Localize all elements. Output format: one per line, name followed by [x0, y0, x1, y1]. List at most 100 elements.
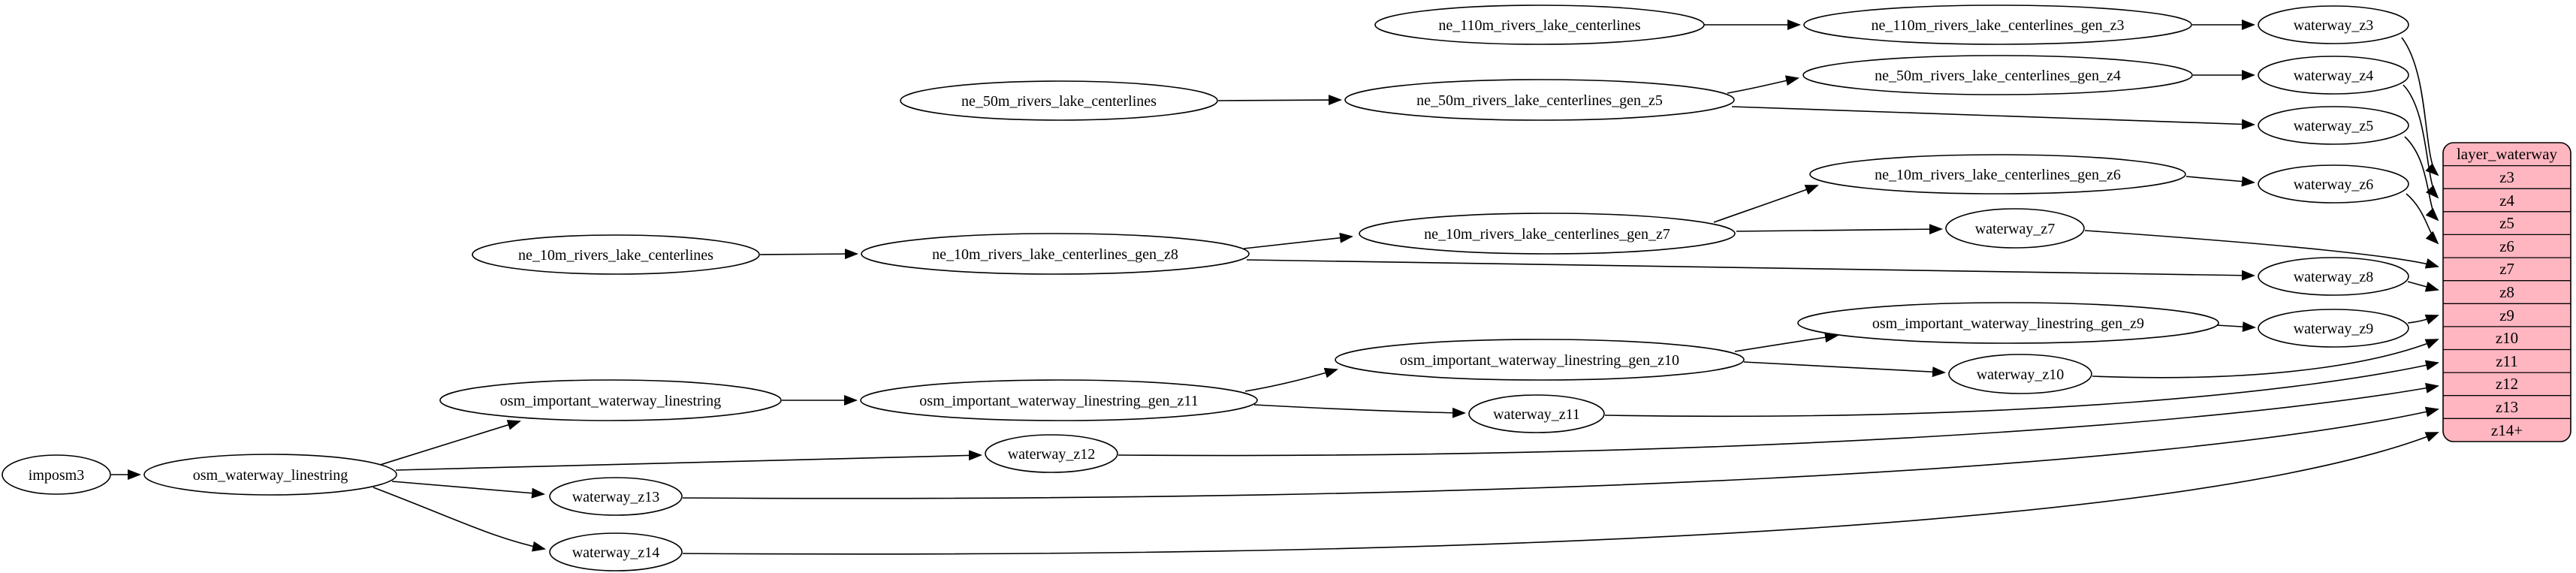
edge-waterway_z5-row_z5: [2404, 136, 2439, 222]
node-ne_50m_rivers_lake_centerlines: ne_50m_rivers_lake_centerlines: [900, 80, 1218, 121]
table-row-z11: z11: [2496, 352, 2518, 370]
table-layer_waterway-body: [2442, 142, 2571, 442]
node-waterway_z10: waterway_z10: [1948, 354, 2092, 394]
node-waterway_z10-label: waterway_z10: [1977, 366, 2065, 383]
node-ne_10m_rivers_lake_centerlines_gen_z8: ne_10m_rivers_lake_centerlines_gen_z8: [861, 233, 1250, 275]
node-waterway_z12: waterway_z12: [985, 434, 1118, 473]
node-waterway_z14-label: waterway_z14: [572, 544, 660, 561]
node-waterway_z6: waterway_z6: [2258, 164, 2409, 204]
node-ne_110m_gen_z3-ellipse: [1803, 5, 2192, 45]
node-osm_important_waterway_linestring_gen_z9: osm_important_waterway_linestring_gen_z9: [1797, 302, 2219, 344]
node-waterway_z11-label: waterway_z11: [1493, 406, 1580, 423]
edge-gen_z5-gen_z4: [1727, 75, 1799, 94]
node-gen_z9-label: osm_important_waterway_linestring_gen_z9: [1872, 315, 2144, 332]
node-gen_z10-ellipse: [1335, 339, 1745, 381]
node-waterway_z14-ellipse: [549, 532, 683, 571]
node-waterway_z11: waterway_z11: [1468, 394, 1605, 433]
edge-gen_z5-waterway_z5: [1731, 106, 2255, 130]
node-waterway_z7-ellipse: [1945, 208, 2085, 249]
table-row-z14plus: z14+: [2491, 421, 2523, 439]
node-osm_waterway_linestring: osm_waterway_linestring: [143, 454, 397, 496]
edge-waterway_z9-row_z9: [2407, 314, 2439, 325]
node-ne_10m_gen_z6-label: ne_10m_rivers_lake_centerlines_gen_z6: [1875, 167, 2121, 183]
node-ne_110m_rivers_lake_centerlines: ne_110m_rivers_lake_centerlines: [1374, 5, 1705, 45]
node-waterway_z5: waterway_z5: [2258, 106, 2409, 145]
edge-osm_waterway_linestring-waterway_z14: [373, 487, 546, 552]
node-ne_10m_gen_z7-label: ne_10m_rivers_lake_centerlines_gen_z7: [1424, 226, 1670, 243]
table-layer_waterway: layer_waterway z3 z4 z5 z6 z7 z8 z9 z10 …: [2442, 142, 2571, 442]
node-waterway_z8: waterway_z8: [2258, 257, 2409, 296]
table-row-z8: z8: [2499, 283, 2514, 301]
node-waterway_z8-ellipse: [2258, 257, 2409, 296]
node-waterway_z13-label: waterway_z13: [572, 489, 660, 505]
node-waterway_z3-ellipse: [2258, 5, 2409, 44]
edge-gen_z10-waterway_z10: [1743, 361, 1946, 378]
node-ne_50m_rivers_lake_centerlines_gen_z5: ne_50m_rivers_lake_centerlines_gen_z5: [1344, 79, 1735, 121]
node-ne_110m_gen_z3-label: ne_110m_rivers_lake_centerlines_gen_z3: [1872, 17, 2125, 34]
node-ne_50m-ellipse: [900, 80, 1218, 121]
table-row-z9: z9: [2499, 306, 2514, 324]
edge-waterway_z13-row_z13: [682, 406, 2439, 499]
node-imposm3-label: imposm3: [29, 467, 84, 484]
edge-waterway_z8-row_z8: [2407, 281, 2439, 292]
edge-waterway_z6-row_z6: [2406, 193, 2439, 245]
edge-waterway_z11-row_z11: [1604, 360, 2439, 418]
table-row-z6: z6: [2499, 237, 2514, 255]
table-row-z7: z7: [2499, 260, 2514, 278]
node-gen_z11-ellipse: [860, 379, 1258, 421]
node-ne_10m_gen_z6-ellipse: [1809, 154, 2186, 195]
edge-ne_10m-gen_z8: [759, 249, 858, 260]
node-waterway_z14: waterway_z14: [549, 532, 683, 571]
edge-osm_waterway_linestring-waterway_z12: [395, 450, 982, 471]
node-gen_z9-ellipse: [1797, 302, 2219, 344]
node-ne_50m_gen_z4-label: ne_50m_rivers_lake_centerlines_gen_z4: [1875, 68, 2121, 84]
edge-gen_z10-gen_z9: [1734, 332, 1838, 352]
node-ne_50m_gen_z5-ellipse: [1344, 79, 1735, 121]
node-waterway_z9: waterway_z9: [2258, 309, 2409, 348]
node-ne_10m_rivers_lake_centerlines_gen_z7: ne_10m_rivers_lake_centerlines_gen_z7: [1359, 213, 1736, 255]
edge-gen_z11-waterway_z11: [1253, 404, 1466, 418]
nodes-layer: imposm3 osm_waterway_linestring osm_impo…: [2, 5, 2409, 571]
node-waterway_z10-ellipse: [1948, 354, 2092, 394]
node-waterway_z4-label: waterway_z4: [2294, 68, 2374, 84]
table-row-z12: z12: [2496, 375, 2518, 393]
node-ne_50m-label: ne_50m_rivers_lake_centerlines: [961, 93, 1157, 110]
node-waterway_z11-ellipse: [1468, 394, 1605, 433]
edge-waterway_z12-row_z12: [1118, 382, 2439, 457]
node-waterway_z13: waterway_z13: [549, 477, 683, 516]
node-ne_10m_gen_z8-ellipse: [861, 233, 1250, 275]
node-waterway_z13-ellipse: [549, 477, 683, 516]
edge-gen_z7-waterway_z7: [1736, 224, 1943, 235]
node-osm_important_waterway_linestring-label: osm_important_waterway_linestring: [500, 393, 721, 409]
node-ne_10m_rivers_lake_centerlines: ne_10m_rivers_lake_centerlines: [472, 234, 760, 275]
node-waterway_z12-label: waterway_z12: [1008, 446, 1096, 463]
node-osm_important_waterway_linestring_gen_z11: osm_important_waterway_linestring_gen_z1…: [860, 379, 1258, 421]
node-waterway_z12-ellipse: [985, 434, 1118, 473]
node-waterway_z9-label: waterway_z9: [2294, 321, 2374, 337]
node-osm_important_waterway_linestring: osm_important_waterway_linestring: [439, 379, 782, 421]
edge-waterway_z3-row_z3: [2401, 37, 2439, 176]
node-ne_10m-label: ne_10m_rivers_lake_centerlines: [518, 247, 713, 264]
edge-osm_waterway_linestring-waterway_z13: [391, 481, 545, 499]
node-ne_10m-ellipse: [472, 234, 760, 275]
node-waterway_z5-label: waterway_z5: [2294, 118, 2374, 134]
node-waterway_z9-ellipse: [2258, 309, 2409, 348]
table-row-z10: z10: [2496, 329, 2518, 347]
edge-gen_z8-waterway_z8: [1246, 259, 2255, 281]
node-waterway_z5-ellipse: [2258, 106, 2409, 145]
node-ne_10m_rivers_lake_centerlines_gen_z6: ne_10m_rivers_lake_centerlines_gen_z6: [1809, 154, 2186, 195]
node-osm_waterway_linestring-label: osm_waterway_linestring: [193, 467, 348, 484]
node-waterway_z4: waterway_z4: [2258, 56, 2409, 95]
node-gen_z11-label: osm_important_waterway_linestring_gen_z1…: [919, 393, 1198, 409]
node-waterway_z6-ellipse: [2258, 164, 2409, 204]
edge-osm_waterway_linestring-osm_important_waterway_linestring: [379, 420, 521, 466]
node-ne_10m_gen_z7-ellipse: [1359, 213, 1736, 255]
node-waterway_z4-ellipse: [2258, 56, 2409, 95]
node-waterway_z6-label: waterway_z6: [2294, 176, 2374, 193]
node-gen_z10-label: osm_important_waterway_linestring_gen_z1…: [1400, 352, 1679, 369]
node-osm_important_waterway_linestring_gen_z10: osm_important_waterway_linestring_gen_z1…: [1335, 339, 1745, 381]
node-ne_50m_gen_z4-ellipse: [1802, 55, 2193, 95]
edge-waterway_z4-row_z4: [2403, 84, 2439, 199]
node-waterway_z3: waterway_z3: [2258, 5, 2409, 44]
node-ne_110m-label: ne_110m_rivers_lake_centerlines: [1438, 17, 1640, 34]
